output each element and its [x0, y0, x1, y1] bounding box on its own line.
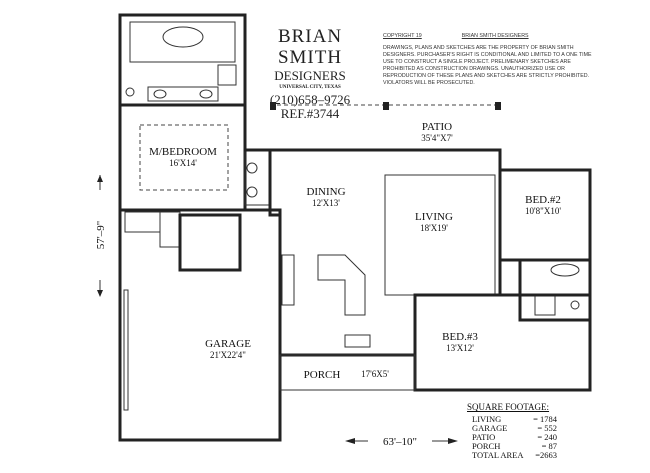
room-name-bed3: BED.#3 [442, 331, 478, 343]
sqft-row: GARAGE = 552 [472, 424, 557, 433]
sqft-value: = 87 [541, 441, 557, 452]
utility-area [124, 149, 271, 272]
designer-phone: (210)658–9726 [269, 91, 351, 107]
sqft-row: LIVING = 1784 [472, 415, 557, 424]
room-name-master: M/BEDROOM [149, 146, 217, 158]
plan-reference: REF.#3744 [280, 105, 340, 121]
square-footage-heading: SQUARE FOOTAGE: [467, 402, 550, 412]
garage-door [123, 289, 129, 411]
designer-location: UNIVERSAL CITY, TEXAS [279, 85, 341, 91]
sqft-value: = 552 [537, 423, 557, 434]
sqft-row: PATIO = 240 [472, 433, 557, 442]
master-bath [118, 13, 247, 107]
room-size-dining: 12'X13' [312, 198, 340, 208]
sqft-value: =2663 [535, 450, 557, 461]
designer-subtitle: DESIGNERS [274, 67, 346, 83]
sqft-label: LIVING [472, 414, 502, 425]
room-size-living: 18'X19' [420, 223, 448, 233]
room-name-bed2: BED.#2 [525, 194, 561, 206]
garage-walls [118, 208, 282, 442]
kitchen [281, 254, 371, 348]
room-name-garage: GARAGE [205, 338, 251, 350]
sqft-label: PORCH [472, 441, 501, 452]
sqft-row: TOTAL AREA =2663 [472, 451, 557, 460]
sqft-label: PATIO [472, 432, 496, 443]
room-name-dining: DINING [306, 186, 345, 198]
master-ceiling [139, 124, 229, 191]
room-name-living: LIVING [415, 211, 453, 223]
sqft-value: = 240 [537, 432, 557, 443]
title-block: BRIAN SMITH DESIGNERS UNIVERSAL CITY, TE… [250, 26, 370, 121]
room-size-garage: 21'X22'4" [210, 350, 246, 360]
room-size-master: 16'X14' [169, 158, 197, 168]
depth-dimension: 57'–9" [95, 175, 107, 297]
bed3-walls [413, 293, 592, 392]
bath-2 [518, 258, 592, 322]
room-size-bed2: 10'8"X10' [525, 206, 561, 216]
sqft-label: TOTAL AREA [472, 450, 524, 461]
width-dimension: 63'–10" [345, 436, 458, 448]
room-size-patio: 35'4"X7' [421, 133, 453, 143]
room-size-bed3: 13'X12' [446, 343, 474, 353]
room-name-patio: PATIO [422, 121, 452, 133]
copyright-body: DRAWINGS, PLANS AND SKETCHES ARE THE PRO… [383, 44, 592, 86]
main-house-walls [243, 105, 502, 357]
width-label: 63'–10" [383, 436, 417, 448]
sqft-value: = 1784 [533, 414, 557, 425]
sqft-row: PORCH = 87 [472, 442, 557, 451]
square-footage-table: SQUARE FOOTAGE: LIVING = 1784 GARAGE = 552… [467, 402, 557, 460]
designer-name: BRIAN SMITH [277, 26, 343, 68]
porch-outline [279, 354, 416, 391]
depth-label: 57'–9" [95, 221, 107, 249]
room-size-porch: 17'6X5' [361, 369, 389, 379]
copyright-owner: BRIAN SMITH DESIGNERS [461, 33, 529, 39]
room-name-porch: PORCH [304, 369, 341, 381]
sqft-label: GARAGE [472, 423, 508, 434]
copyright-notice: COPYRIGHT 19 BRIAN SMITH DESIGNERS DRAWI… [383, 33, 593, 87]
living-ceiling [384, 174, 496, 296]
copyright-heading: COPYRIGHT 19 [383, 33, 422, 39]
